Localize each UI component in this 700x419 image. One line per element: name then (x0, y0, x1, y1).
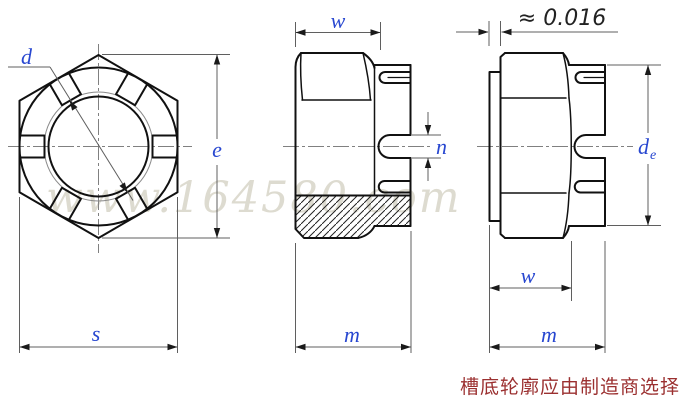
side-view: ≈ 0.016 d e w m (456, 6, 661, 353)
label-de-subscript: e (650, 148, 656, 163)
dim-e: e (102, 54, 230, 239)
label-w-section: w (331, 8, 346, 33)
label-s: s (92, 321, 101, 346)
section-slots (377, 71, 412, 194)
label-m-section: m (344, 322, 360, 347)
manufacturer-note: 槽底轮廓应由制造商选择 (460, 376, 680, 398)
side-outline (488, 52, 606, 239)
dim-washer-thickness: ≈ 0.016 (456, 6, 618, 46)
section-outline (294, 52, 412, 239)
label-w-side: w (521, 263, 536, 288)
dim-n: n (412, 112, 447, 181)
dim-w-side: w (489, 241, 572, 301)
front-view: d e s (8, 44, 230, 353)
section-view: w n m (283, 8, 447, 353)
dim-s: s (19, 197, 178, 353)
dim-d: d (8, 44, 134, 201)
label-n: n (436, 134, 447, 159)
label-d: d (21, 44, 33, 69)
label-washer-thickness: ≈ 0.016 (518, 6, 606, 31)
dim-m-section: m (295, 231, 412, 353)
front-centerlines (8, 44, 192, 253)
section-hatch (295, 195, 411, 238)
side-slots (573, 71, 606, 194)
front-slots (19, 72, 178, 221)
label-de: d (638, 134, 650, 159)
label-e: e (212, 137, 222, 162)
dim-m-side: m (489, 225, 606, 353)
dim-w-section: w (295, 8, 381, 50)
dim-de: d e (607, 64, 661, 226)
label-m-side: m (541, 322, 557, 347)
